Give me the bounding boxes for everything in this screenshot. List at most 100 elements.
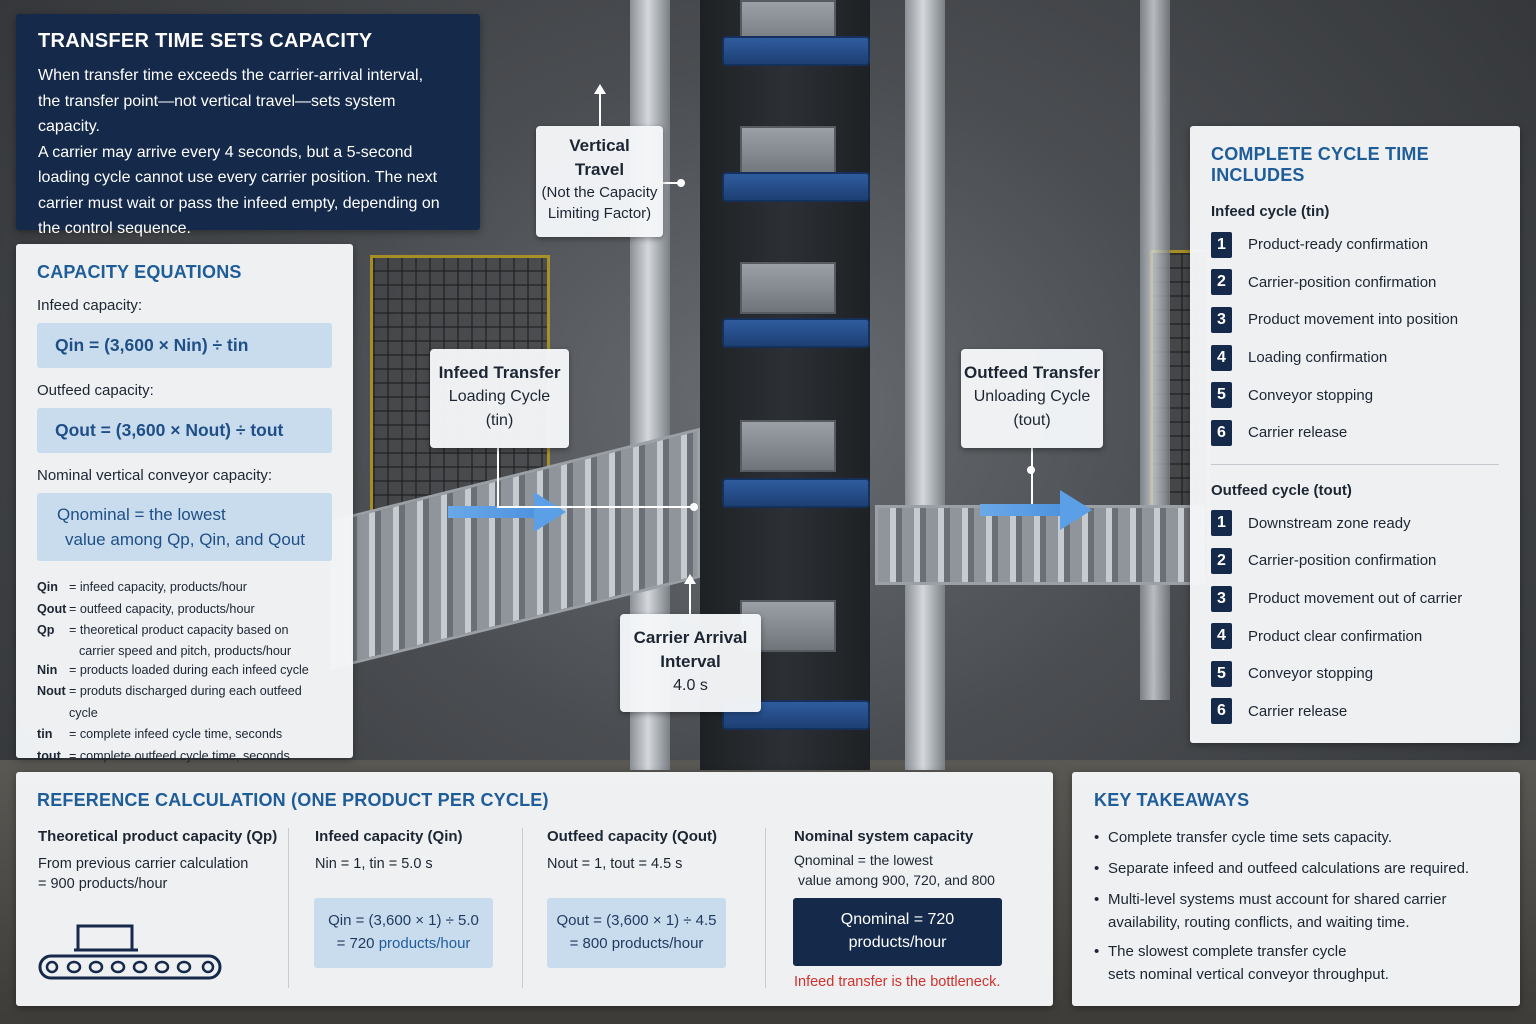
column-divider (522, 828, 523, 988)
step-label: Product movement into position (1248, 311, 1459, 329)
definition-row: Qp= theoretical product capacity based o… (37, 620, 332, 642)
up-arrow-icon (594, 84, 606, 94)
leader-line (497, 448, 499, 508)
definition-symbol: Qp (37, 623, 55, 637)
cycle-title: COMPLETE CYCLE TIME INCLUDES (1211, 144, 1429, 185)
column-title: Outfeed capacity (Qout) (547, 828, 718, 845)
column-line: From previous carrier calculation (38, 856, 249, 872)
up-arrow-icon (684, 574, 696, 584)
callout-title: Travel (574, 160, 625, 179)
definition-text: = products loaded during each infeed cyc… (69, 662, 309, 677)
definition-text: = complete infeed cycle time, seconds (69, 727, 283, 741)
nominal-equation: Qnominal = the lowest value among Qp, Qi… (37, 493, 332, 561)
definition-row: Nout= produts discharged during each out… (37, 681, 332, 724)
result-line: = 720 products/hour (314, 932, 493, 955)
intro-line: loading cycle cannot use every carrier p… (38, 169, 438, 186)
intro-line: the control sequence. (38, 220, 191, 237)
outfeed-transfer-callout: Outfeed Transfer Unloading Cycle (tout) (961, 349, 1103, 448)
tote (740, 126, 836, 178)
definition-text: = outfeed capacity, products/hour (69, 601, 255, 616)
infeed-equation: Qin = (3,600 × Nin) ÷ tin (37, 323, 332, 368)
definition-row: tin = complete infeed cycle time, seconds (37, 724, 332, 746)
carrier (722, 478, 870, 508)
definition-row: tout = complete outfeed cycle time, secon… (37, 746, 332, 768)
definitions-list: Qin= infeed capacity, products/hour Qout… (37, 577, 332, 767)
outfeed-direction-arrow (980, 490, 1092, 530)
definition-text: = infeed capacity, products/hour (69, 580, 247, 594)
outfeed-capacity-label: Outfeed capacity: (37, 382, 154, 399)
infeed-step: 3 Product movement into position (1211, 301, 1499, 339)
step-label: Product clear confirmation (1248, 627, 1423, 645)
qin-column: Infeed capacity (Qin) Nin = 1, tin = 5.0… (315, 828, 515, 874)
definition-symbol: tin (37, 727, 53, 741)
callout-title: Outfeed Transfer (963, 363, 1101, 382)
step-number: 1 (1211, 510, 1232, 537)
definition-symbol: Nout (37, 684, 66, 698)
definition-symbol: Nin (37, 662, 58, 677)
callout-subtitle: Unloading Cycle (973, 388, 1091, 405)
carrier (722, 36, 870, 66)
takeaway-item: The slowest complete transfer cycle sets… (1094, 940, 1508, 986)
result-line: products/hour (848, 934, 947, 951)
nominal-column: Nominal system capacity Qnominal = the l… (794, 828, 1034, 890)
tote (740, 420, 836, 472)
tote (740, 262, 836, 314)
takeaways-title: KEY TAKEAWAYS (1094, 790, 1250, 810)
qin-result-box: Qin = (3,600 × 1) ÷ 5.0 = 720 products/h… (314, 898, 493, 968)
step-label: Loading confirmation (1248, 349, 1388, 367)
conveyor-icon (38, 924, 222, 980)
section-divider (1211, 463, 1499, 465)
step-number: 6 (1211, 698, 1232, 725)
nominal-capacity-label: Nominal vertical conveyor capacity: (37, 467, 273, 484)
step-label: Product movement out of carrier (1248, 590, 1463, 608)
takeaway-line: Separate infeed and outfeed calculations… (1108, 860, 1470, 877)
intro-line: When transfer time exceeds the carrier-a… (38, 67, 424, 84)
takeaway-line: Complete transfer cycle time sets capaci… (1108, 829, 1392, 846)
frame-pillar (905, 0, 945, 770)
callout-title: Interval (660, 652, 721, 671)
nominal-result-box: Qnominal = 720 products/hour (793, 898, 1002, 966)
step-number: 3 (1211, 306, 1232, 333)
callout-title: Carrier Arrival (633, 628, 748, 647)
outfeed-cycle-title: Outfeed cycle (tout) (1211, 481, 1352, 499)
intro-line: the transfer point—not vertical travel—s… (38, 92, 396, 136)
carrier (722, 318, 870, 348)
column-values: Qnominal = the lowest value among 900, 7… (794, 850, 1034, 890)
equations-title: CAPACITY EQUATIONS (37, 262, 242, 282)
definition-symbol: tout (37, 748, 61, 763)
carrier-arrival-callout: Carrier Arrival Interval 4.0 s (620, 614, 761, 712)
reference-calculation-panel: REFERENCE CALCULATION (ONE PRODUCT PER C… (16, 772, 1053, 1006)
definition-continuation: carrier speed and pitch, products/hour (79, 643, 292, 658)
leader-dot (1027, 466, 1035, 474)
step-label: Conveyor stopping (1248, 386, 1374, 404)
column-divider (765, 828, 766, 988)
step-label: Carrier-position confirmation (1248, 552, 1437, 570)
takeaway-item: Separate infeed and outfeed calculations… (1094, 857, 1508, 880)
takeaway-item: Multi-level systems must account for sha… (1094, 888, 1508, 934)
leader-line (497, 506, 693, 508)
step-label: Downstream zone ready (1248, 514, 1411, 532)
step-label: Conveyor stopping (1248, 665, 1374, 683)
intro-body: When transfer time exceeds the carrier-a… (38, 63, 458, 242)
intro-line: carrier must wait or pass the infeed emp… (38, 194, 440, 212)
takeaway-item: Complete transfer cycle time sets capaci… (1094, 826, 1508, 849)
callout-note: Limiting Factor) (547, 205, 652, 222)
definition-row: Qout= outfeed capacity, products/hour (37, 599, 332, 621)
vertical-travel-callout: Vertical Travel (Not the Capacity Limiti… (536, 126, 663, 237)
step-number: 2 (1211, 269, 1232, 296)
column-values: From previous carrier calculation = 900 … (38, 854, 288, 894)
definition-row: Nin = products loaded during each infeed … (37, 660, 332, 682)
definition-text: = complete outfeed cycle time, seconds (69, 748, 290, 763)
leader-line (1031, 448, 1033, 504)
outfeed-step: 4 Product clear confirmation (1211, 617, 1499, 655)
qp-column: Theoretical product capacity (Qp) From p… (38, 828, 288, 894)
callout-subtitle: Loading Cycle (448, 388, 551, 405)
step-number: 4 (1211, 623, 1232, 650)
column-line: = 900 products/hour (38, 876, 168, 892)
infeed-cycle-title: Infeed cycle (tin) (1211, 203, 1330, 220)
infeed-transfer-callout: Infeed Transfer Loading Cycle (tin) (430, 349, 569, 448)
